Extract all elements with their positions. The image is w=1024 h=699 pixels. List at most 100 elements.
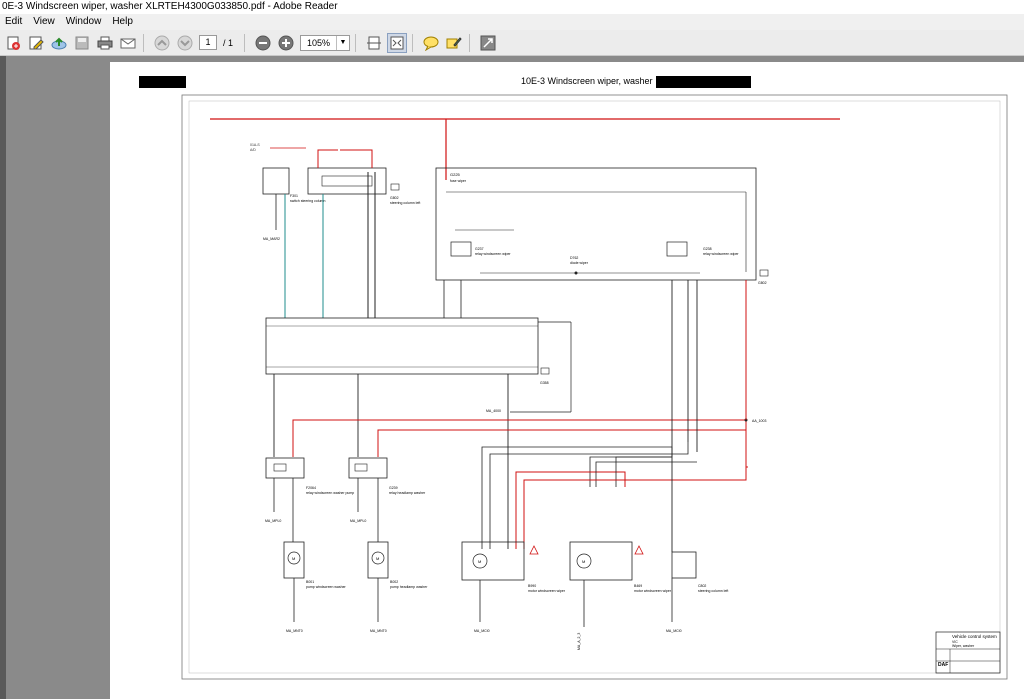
- label-c802: C802: [698, 584, 706, 588]
- redaction-left: [139, 76, 186, 88]
- zoom-out-button[interactable]: [253, 33, 273, 53]
- expand-button[interactable]: [478, 33, 498, 53]
- comment-icon: [423, 36, 439, 51]
- label-ma-mci0-a: MA_MCI0: [474, 629, 490, 633]
- menu-view[interactable]: View: [33, 16, 55, 27]
- page-heading: 10E-3 Windscreen wiper, washer: [521, 76, 653, 86]
- zoom-out-icon: [255, 35, 271, 50]
- prev-page-button[interactable]: [152, 33, 172, 53]
- save-button[interactable]: [72, 33, 92, 53]
- window-title: 0E-3 Windscreen wiper, washer XLRTEH4300…: [0, 0, 1024, 14]
- menu-bar: Edit View Window Help: [0, 14, 1024, 30]
- print-button[interactable]: [95, 33, 115, 53]
- label-b001: B001: [306, 580, 314, 584]
- wiring-diagram: G225 fuse wiper G237 relay windscreen wi…: [181, 94, 1008, 680]
- label-g237: G237: [475, 247, 484, 251]
- label-ma-mci0-b: MA_MCI0: [666, 629, 682, 633]
- fit-page-icon: [367, 36, 382, 49]
- label-d762: D762: [570, 256, 578, 260]
- label-ma-a-2-3: MA_A_2_3: [577, 633, 581, 650]
- label-pump-headlamp-washer: pump headlamp washer: [390, 585, 428, 589]
- separator: [143, 33, 144, 52]
- titleblock-title: Vehicle control system: [952, 634, 997, 639]
- redaction-right: [656, 76, 751, 88]
- next-page-icon: [177, 35, 193, 50]
- svg-text:M: M: [582, 559, 585, 564]
- zoom-value: 105%: [307, 37, 331, 48]
- label-fuse-wiper: fuse wiper: [450, 179, 467, 183]
- svg-text:A/D: A/D: [250, 148, 256, 152]
- label-motor-wiper-2: motor windscreen wiper: [634, 589, 672, 593]
- highlight-button[interactable]: [444, 33, 464, 53]
- prev-page-icon: [154, 35, 170, 50]
- label-g238: G238: [703, 247, 712, 251]
- menu-window[interactable]: Window: [65, 16, 102, 27]
- titleblock-subtitle: VIC: [952, 640, 958, 644]
- label-b469: B469: [634, 584, 642, 588]
- upload-icon: [51, 37, 67, 49]
- label-g358: G358: [540, 381, 549, 385]
- create-pdf-button[interactable]: [3, 33, 23, 53]
- page-total: / 1: [223, 37, 234, 48]
- label-ma-mar2: MA_MAR2: [263, 237, 280, 241]
- zoom-in-button[interactable]: [276, 33, 296, 53]
- label-steering-column-left-top: steering column left: [390, 201, 420, 205]
- label-relay-windscreen-wiper-2: relay windscreen wiper: [703, 252, 739, 256]
- label-ma-4000: MA_4000: [486, 409, 501, 413]
- menu-edit[interactable]: Edit: [5, 16, 23, 27]
- label-ma-mpl0-a: MA_MPL0: [265, 519, 281, 523]
- page-number-input[interactable]: [199, 35, 217, 50]
- zoom-select[interactable]: 105% ▼: [300, 34, 351, 51]
- label-relay-headlamp-washer: relay headlamp washer: [389, 491, 426, 495]
- titleblock-brand: DAF: [938, 662, 948, 668]
- label-g239: G239: [389, 486, 398, 490]
- save-icon: [75, 36, 89, 49]
- fit-width-button[interactable]: [387, 32, 408, 53]
- next-page-button[interactable]: [175, 33, 195, 53]
- fit-width-icon: [390, 36, 404, 49]
- svg-text:M: M: [376, 556, 379, 561]
- create-pdf-icon: [7, 36, 20, 50]
- edit-icon: [29, 36, 44, 49]
- label-f301: F301: [290, 194, 298, 198]
- label-g802: G802: [758, 281, 767, 285]
- pdf-page[interactable]: 10E-3 Windscreen wiper, washer G225 fuse…: [110, 62, 1024, 699]
- fit-page-button[interactable]: [364, 33, 384, 53]
- label-diode-wiper: diode wiper: [570, 261, 589, 265]
- label-ma-mnt0-b: MA_MNT0: [370, 629, 387, 633]
- label-b990: B990: [528, 584, 536, 588]
- svg-text:M: M: [292, 556, 295, 561]
- separator: [469, 33, 471, 52]
- label-pump-windscreen-washer: pump windscreen washer: [306, 585, 347, 589]
- label-steering-column-left: steering column left: [698, 589, 728, 593]
- label-g225: G225: [450, 172, 461, 177]
- email-icon: [120, 38, 136, 48]
- upload-button[interactable]: [49, 33, 69, 53]
- separator: [355, 33, 357, 52]
- label-relay-washer-pump: relay windscreen washer pump: [306, 491, 354, 495]
- label-motor-wiper-1: motor windscreen wiper: [528, 589, 566, 593]
- titleblock-line3: Wiper, washer: [952, 644, 975, 648]
- label-relay-windscreen-wiper-1: relay windscreen wiper: [475, 252, 511, 256]
- edit-button[interactable]: [26, 33, 46, 53]
- chevron-down-icon[interactable]: ▼: [336, 35, 349, 50]
- toolbar: / 1 105% ▼: [0, 30, 1024, 56]
- svg-text:M: M: [478, 559, 481, 564]
- expand-icon: [480, 35, 496, 50]
- label-switch-steering-column: switch steering column: [290, 199, 325, 203]
- label-aa-1003: AA_1003: [752, 419, 766, 423]
- email-button[interactable]: [118, 33, 138, 53]
- label-f2064: F2064: [306, 486, 316, 490]
- separator: [412, 33, 414, 52]
- label-ma-mpl0-b: MA_MPL0: [350, 519, 366, 523]
- navigation-pane[interactable]: [0, 56, 6, 699]
- print-icon: [97, 36, 113, 49]
- label-g802-b: G802: [390, 196, 399, 200]
- svg-text:01A-S: 01A-S: [250, 143, 260, 147]
- comment-button[interactable]: [421, 33, 441, 53]
- label-b002: B002: [390, 580, 398, 584]
- menu-help[interactable]: Help: [112, 16, 133, 27]
- highlight-icon: [446, 36, 462, 48]
- separator: [244, 33, 246, 52]
- zoom-in-icon: [278, 35, 294, 50]
